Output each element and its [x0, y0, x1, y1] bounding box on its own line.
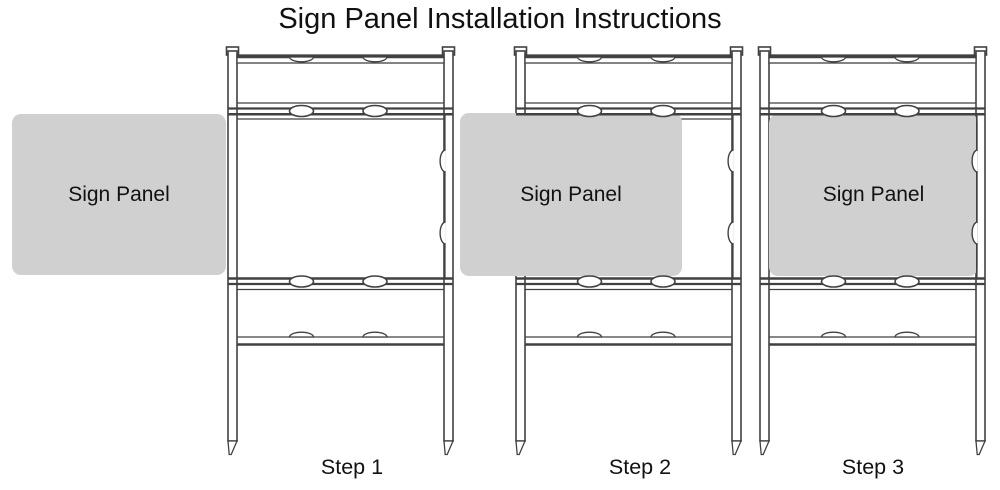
frame-front-step-1 — [226, 104, 455, 289]
sign-panel-label: Sign Panel — [68, 182, 170, 206]
diagram-title: Sign Panel Installation Instructions — [278, 3, 722, 35]
sign-panel-step-1: Sign Panel — [12, 114, 226, 275]
step-label-1: Step 1 — [320, 455, 384, 479]
sign-panel-label: Sign Panel — [520, 182, 622, 206]
step-label-2: Step 2 — [608, 455, 672, 479]
step-label-3: Step 3 — [841, 455, 905, 479]
frame-back-step-1 — [225, 45, 456, 456]
sign-panel-step-3: Sign Panel — [769, 114, 978, 276]
sign-panel-label: Sign Panel — [822, 183, 925, 206]
sign-panel-step-2: Sign Panel — [460, 113, 682, 276]
